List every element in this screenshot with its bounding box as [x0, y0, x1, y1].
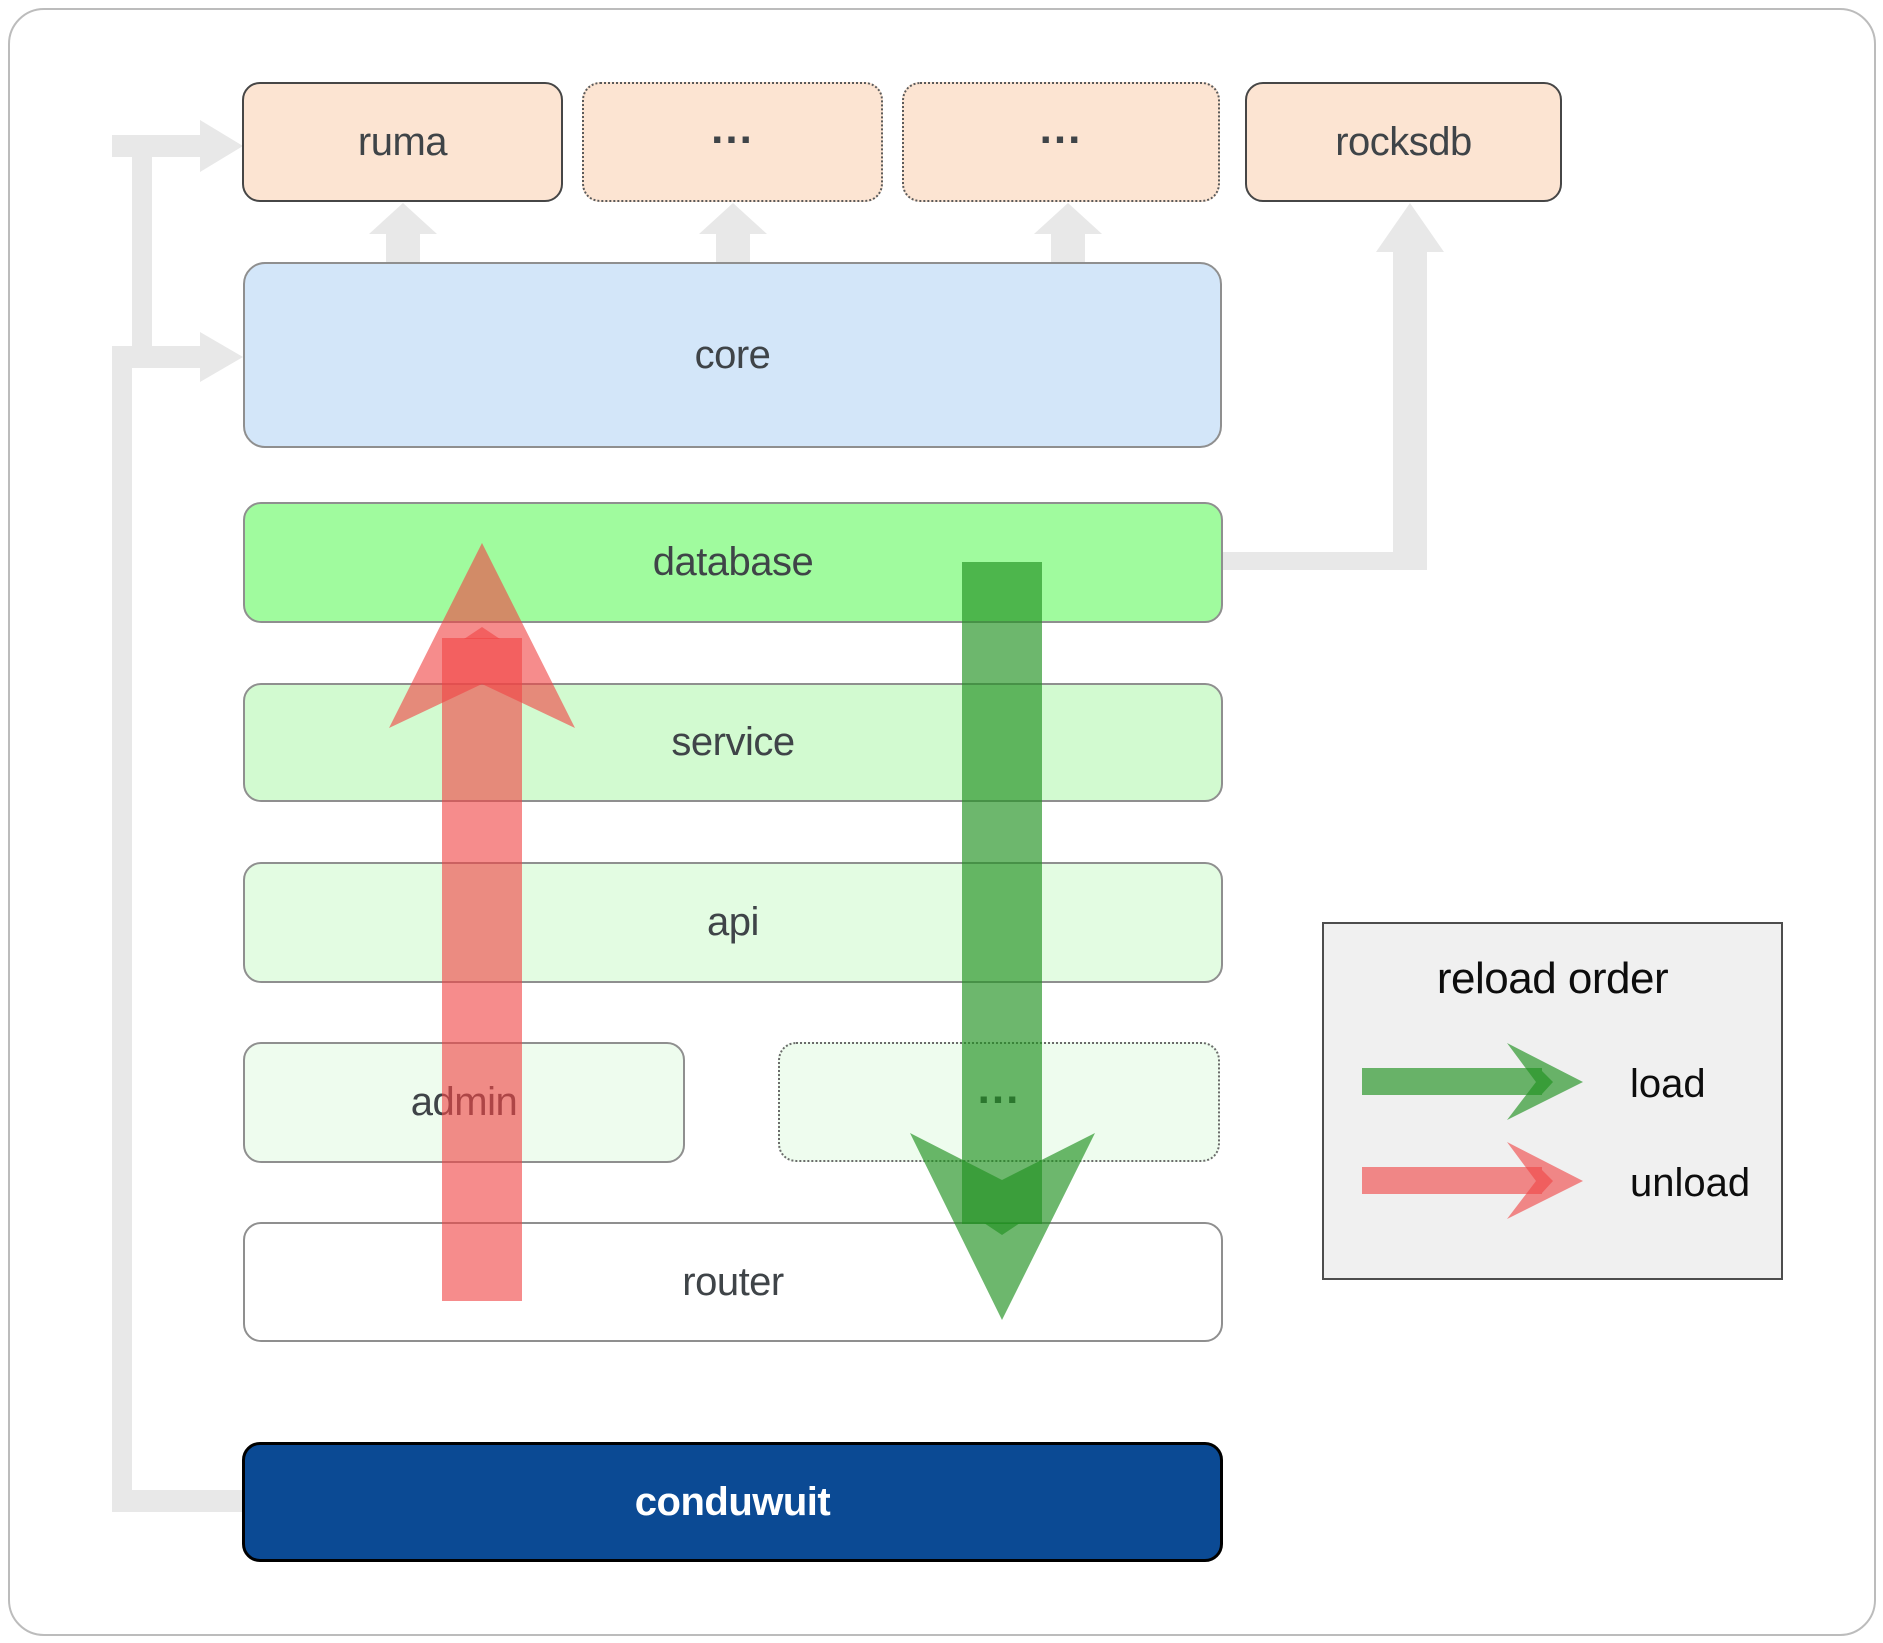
node-api-label: api [707, 900, 759, 944]
node-service: service [243, 683, 1223, 802]
node-conduwuit: conduwuit [242, 1442, 1223, 1562]
node-admin: admin [243, 1042, 685, 1163]
node-top-ellipsis-1: ... [582, 82, 883, 202]
legend-unload-label: unload [1630, 1161, 1751, 1205]
node-core-label: core [694, 332, 771, 377]
node-core: core [243, 262, 1222, 448]
node-database: database [243, 502, 1223, 623]
node-top-ellipsis-1-label: ... [711, 103, 754, 153]
node-admin-ellipsis: ... [778, 1042, 1220, 1162]
node-router: router [243, 1222, 1223, 1342]
node-ruma-label: ruma [357, 119, 448, 164]
node-admin-label: admin [410, 1080, 518, 1124]
node-rocksdb-label: rocksdb [1335, 119, 1472, 164]
node-conduwuit-label: conduwuit [634, 1479, 831, 1524]
node-api: api [243, 862, 1223, 983]
node-admin-ellipsis-label: ... [977, 1063, 1021, 1113]
diagram-frame [8, 8, 1876, 1636]
legend-title: reload order [1436, 954, 1669, 1003]
node-rocksdb: rocksdb [1245, 82, 1562, 202]
node-database-label: database [652, 540, 814, 584]
node-top-ellipsis-2: ... [902, 82, 1220, 202]
node-service-label: service [671, 720, 795, 764]
node-top-ellipsis-2-label: ... [1039, 103, 1083, 153]
legend-load-label: load [1630, 1062, 1706, 1106]
node-router-label: router [682, 1259, 784, 1304]
node-ruma: ruma [242, 82, 563, 202]
legend-reload-order: reload order load unload [1322, 922, 1783, 1280]
